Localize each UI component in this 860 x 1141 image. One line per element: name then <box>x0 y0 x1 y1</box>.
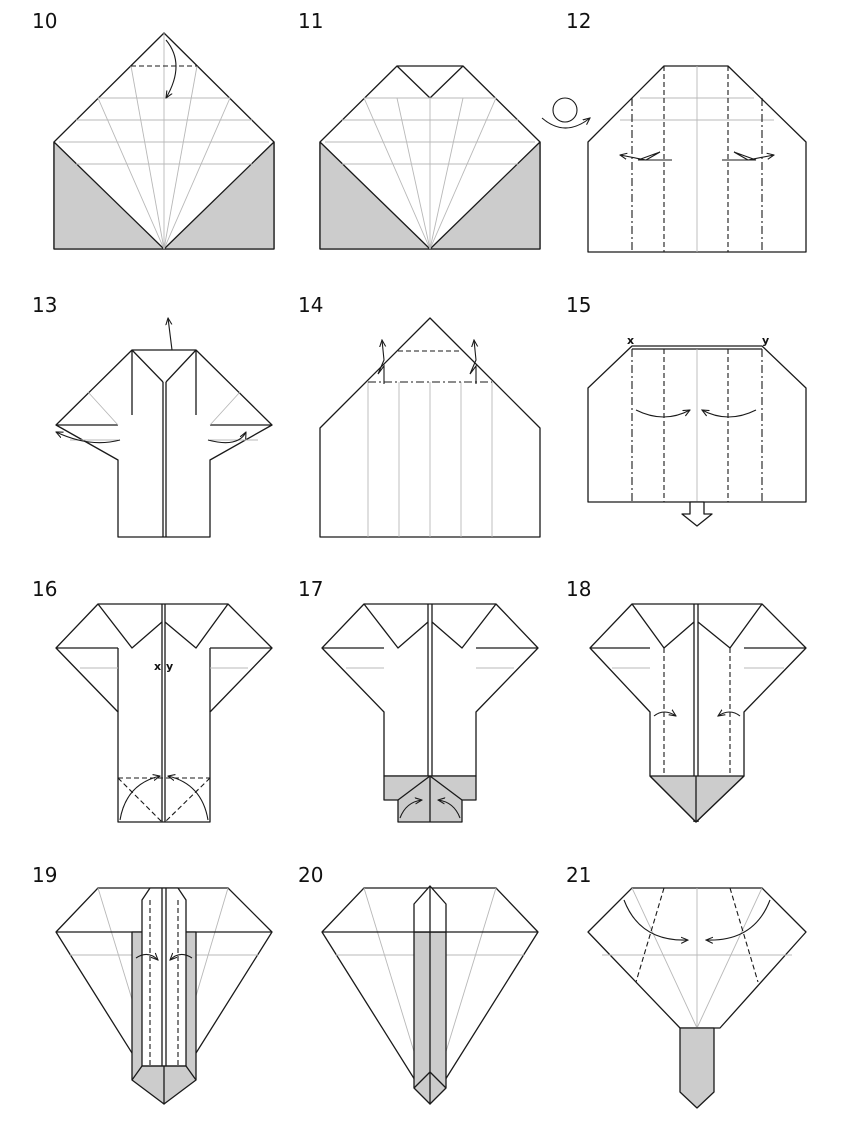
fold-arrow <box>166 39 177 98</box>
step-figure <box>321 885 539 1105</box>
step-17: 17 <box>298 577 539 823</box>
step-10: 10 <box>32 9 275 250</box>
step-figure <box>319 317 541 538</box>
step-figure <box>587 65 807 253</box>
step-figure <box>589 603 807 823</box>
point-label-x: x <box>154 660 161 673</box>
step-figure <box>55 887 273 1105</box>
step-figure <box>56 318 273 538</box>
point-label-x: x <box>627 334 634 347</box>
step-number: 10 <box>32 9 57 33</box>
step-figure <box>53 32 275 250</box>
step-number: 13 <box>32 293 57 317</box>
step-number: 21 <box>566 863 591 887</box>
step-figure: x y <box>55 603 273 823</box>
step-14: 14 <box>298 293 541 538</box>
step-16: 16 x y <box>32 577 273 823</box>
step-number: 12 <box>566 9 591 33</box>
step-figure <box>321 603 539 823</box>
point-label-y: y <box>762 334 769 347</box>
step-19: 19 <box>32 863 273 1105</box>
step-11: 11 <box>298 9 590 250</box>
step-figure: x y <box>587 334 807 527</box>
step-13: 13 <box>32 293 273 538</box>
step-number: 11 <box>298 9 323 33</box>
step-number: 15 <box>566 293 591 317</box>
step-18: 18 <box>566 577 807 823</box>
step-number: 14 <box>298 293 323 317</box>
step-figure <box>587 887 807 1109</box>
step-15: 15 x y <box>566 293 807 527</box>
step-number: 18 <box>566 577 591 601</box>
step-number: 20 <box>298 863 323 887</box>
point-label-y: y <box>166 660 173 673</box>
step-21: 21 <box>566 863 807 1109</box>
step-number: 19 <box>32 863 57 887</box>
step-12: 12 <box>566 9 807 253</box>
step-figure <box>319 65 541 250</box>
turn-over-icon <box>541 97 590 129</box>
step-20: 20 <box>298 863 539 1105</box>
step-number: 17 <box>298 577 323 601</box>
step-number: 16 <box>32 577 57 601</box>
